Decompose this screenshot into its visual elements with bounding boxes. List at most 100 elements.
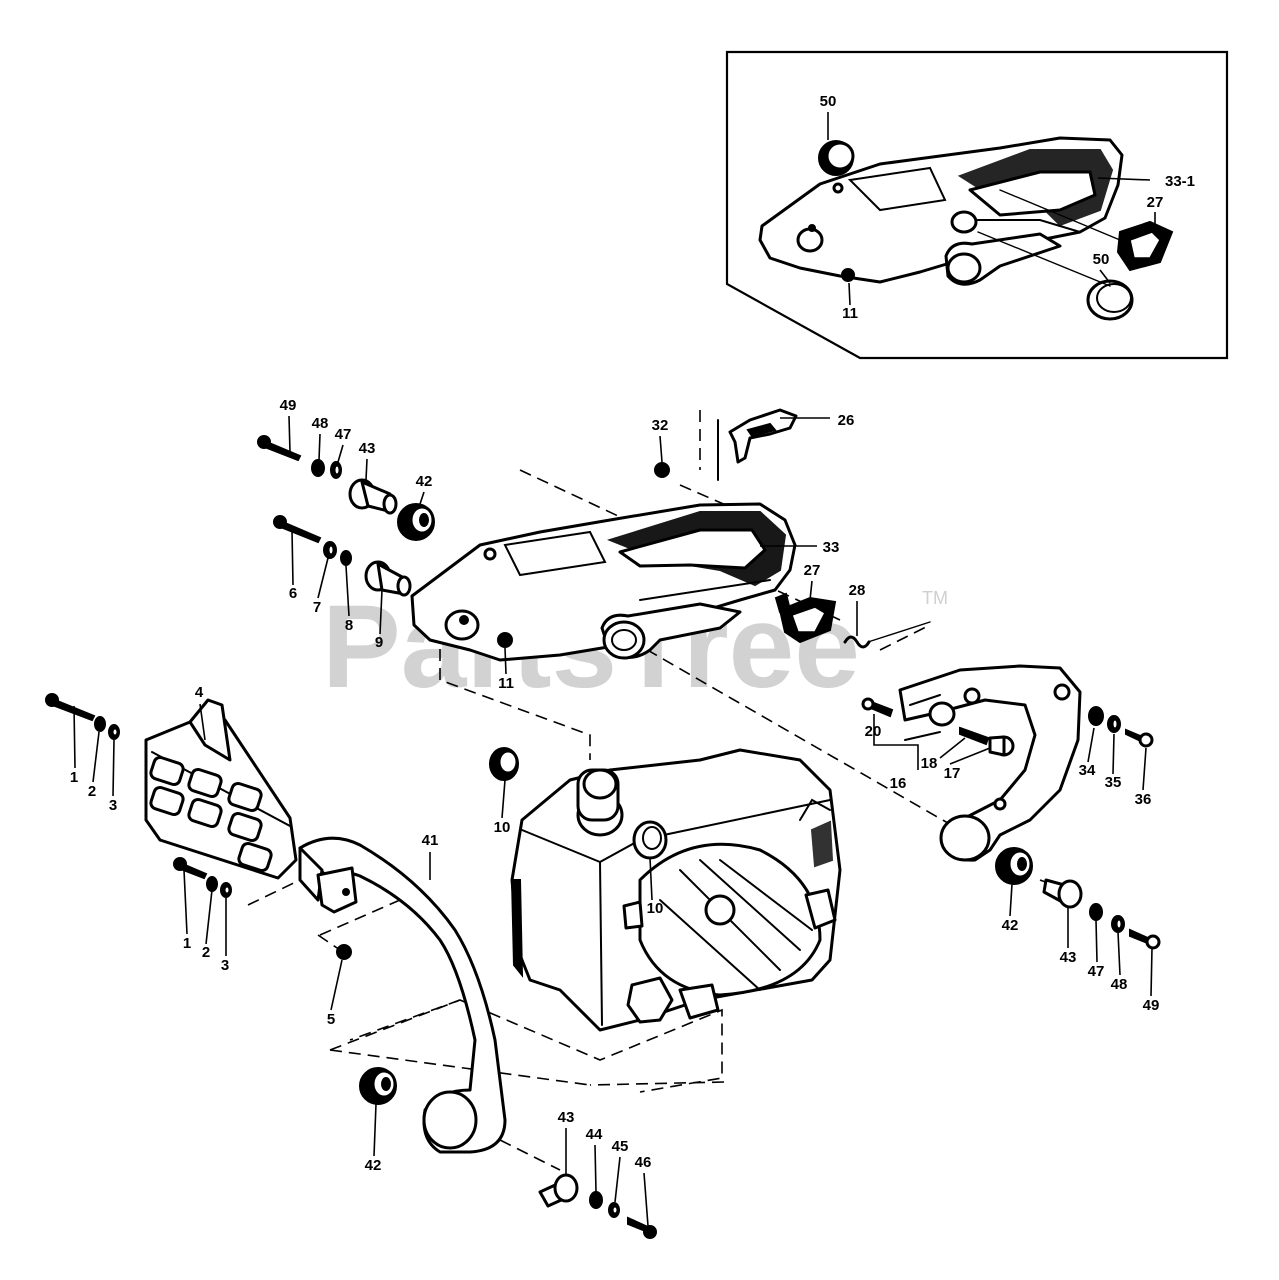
- washer-7: [323, 541, 337, 559]
- part-label-l48a: 48: [312, 415, 329, 432]
- washer-44: [589, 1191, 603, 1209]
- rear-handle-33: [410, 502, 797, 662]
- part-label-l6: 6: [289, 585, 297, 602]
- nut-11: [497, 632, 513, 648]
- part-label-l50a: 50: [820, 93, 837, 110]
- part-label-l3b: 3: [221, 957, 229, 974]
- mount-42-right: [995, 847, 1033, 885]
- part-label-l4: 4: [195, 684, 204, 701]
- nut-5: [336, 944, 352, 960]
- part-label-l26: 26: [838, 412, 855, 429]
- part-label-l3a: 3: [109, 797, 117, 814]
- lever-26: [717, 408, 798, 481]
- part-label-l16: 16: [890, 775, 907, 792]
- spacer-43-top: [348, 478, 398, 515]
- part-label-l27a: 27: [1147, 194, 1164, 211]
- part-label-l48b: 48: [1111, 976, 1128, 993]
- mount-42-top: [397, 503, 435, 541]
- part-label-l33: 33: [823, 539, 840, 556]
- mount-10-bottom: [632, 820, 668, 860]
- part-label-l50b: 50: [1093, 251, 1110, 268]
- washer-2-top: [94, 716, 106, 732]
- washer-47-right: [1089, 903, 1103, 921]
- spring-28: [843, 621, 931, 649]
- part-label-l36: 36: [1135, 791, 1152, 808]
- pin-18: [959, 726, 990, 746]
- part-label-l8: 8: [345, 617, 353, 634]
- mount-10-top: [489, 747, 519, 781]
- part-label-l11b: 11: [498, 675, 514, 692]
- washer-48-top: [311, 459, 325, 477]
- part-label-l20: 20: [865, 723, 882, 740]
- sleeve-17: [988, 735, 1015, 757]
- part-label-l2b: 2: [202, 944, 210, 961]
- spacer-9: [364, 560, 412, 597]
- part-label-l28: 28: [849, 582, 866, 599]
- washer-3-top: [108, 724, 120, 740]
- bolt-6: [273, 515, 322, 544]
- bolt-20: [861, 697, 894, 718]
- part-label-l45: 45: [612, 1138, 629, 1155]
- part-label-l42a: 42: [416, 473, 433, 490]
- part-label-l49a: 49: [280, 397, 297, 414]
- spacer-43-bottom: [538, 1173, 579, 1208]
- part-label-l35: 35: [1105, 774, 1122, 791]
- washer-8: [340, 550, 352, 566]
- part-label-l44: 44: [586, 1126, 603, 1143]
- leader-lines: [73, 415, 1153, 1227]
- part-label-l34: 34: [1079, 762, 1096, 779]
- washer-34: [1088, 706, 1104, 726]
- bolt-49-right: [1129, 928, 1161, 950]
- part-label-l27b: 27: [804, 562, 821, 579]
- bolt-1-bottom: [173, 857, 208, 880]
- part-label-l10b: 10: [647, 900, 664, 917]
- bolt-46: [627, 1216, 657, 1239]
- front-handle-16: [898, 664, 1082, 862]
- part-label-l43b: 43: [1060, 949, 1077, 966]
- part-label-l18: 18: [921, 755, 938, 772]
- part-label-l10a: 10: [494, 819, 511, 836]
- hand-guard-4: [144, 698, 298, 880]
- part-label-l32: 32: [652, 417, 669, 434]
- washer-2-bottom: [206, 876, 218, 892]
- front-handle-bar-41: [298, 836, 507, 1154]
- bolt-49-top: [257, 435, 302, 462]
- nut-32: [654, 462, 670, 478]
- bolt-36: [1125, 728, 1154, 748]
- part-label-l11a: 11: [842, 305, 858, 322]
- inset-nut-11: [841, 268, 855, 282]
- inset-panel: [725, 50, 1229, 360]
- part-label-l47a: 47: [335, 426, 352, 443]
- bolt-1-top: [45, 693, 96, 722]
- part-label-l5: 5: [327, 1011, 335, 1028]
- part-label-l49b: 49: [1143, 997, 1160, 1014]
- part-label-l47b: 47: [1088, 963, 1105, 980]
- part-label-l2a: 2: [88, 783, 96, 800]
- watermark-trademark: TM: [922, 588, 948, 608]
- washer-35: [1107, 715, 1121, 733]
- mount-42-left: [359, 1067, 397, 1105]
- part-label-l9: 9: [375, 634, 383, 651]
- washer-47-top: [330, 461, 342, 479]
- inset-bushing-50-top: [818, 140, 855, 176]
- washer-3-bottom: [220, 882, 232, 898]
- inset-rear-handle: [758, 136, 1124, 286]
- trigger-27: [774, 592, 837, 644]
- engine-crankcase: [510, 748, 842, 1032]
- part-label-l1b: 1: [183, 935, 191, 952]
- spacer-43-right: [1042, 878, 1083, 909]
- hardware: [45, 435, 1161, 1239]
- part-label-l43a: 43: [359, 440, 376, 457]
- part-label-l41: 41: [422, 832, 439, 849]
- part-label-l33-1: 33-1: [1165, 173, 1195, 190]
- washer-48-right: [1111, 915, 1125, 933]
- part-label-l42c: 42: [365, 1157, 382, 1174]
- part-label-l7: 7: [313, 599, 321, 616]
- part-label-l43c: 43: [558, 1109, 575, 1126]
- inset-trigger-27: [1116, 220, 1174, 272]
- part-label-l1a: 1: [70, 769, 78, 786]
- inset-bushing-50-bottom: [1086, 279, 1134, 321]
- part-label-l46: 46: [635, 1154, 652, 1171]
